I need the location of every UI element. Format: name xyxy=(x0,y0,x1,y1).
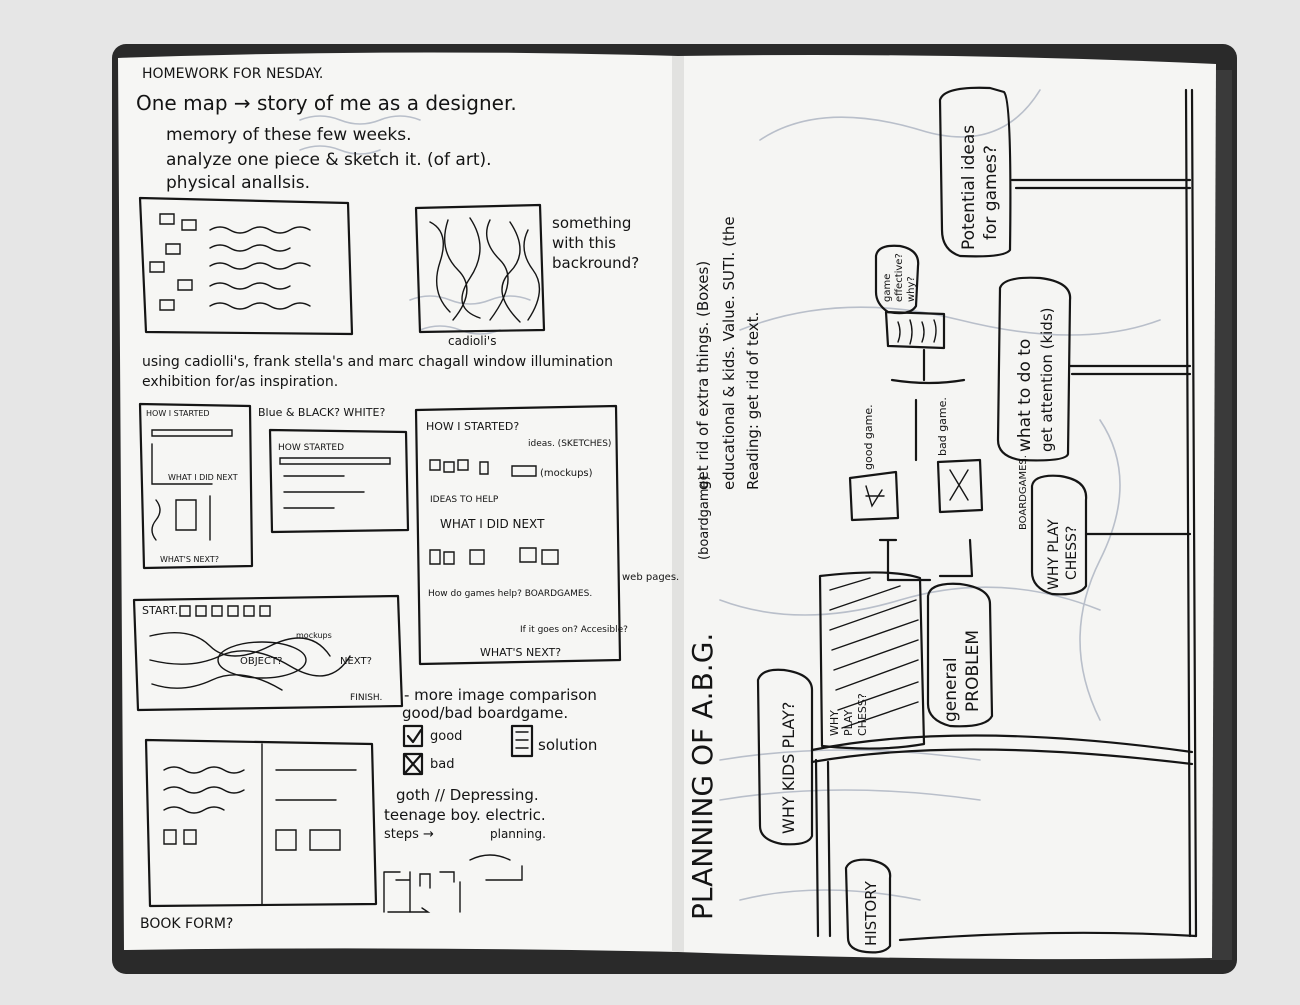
background-note-2: with this xyxy=(552,234,616,252)
sketch-c-web-pages: web pages. xyxy=(622,572,679,583)
sketch-a-how-i-started: HOW I STARTED xyxy=(146,409,210,418)
sketch-c-how-i-started: HOW I STARTED? xyxy=(426,420,519,433)
sketch-c-whats-next: WHAT'S NEXT? xyxy=(480,646,561,659)
history-label: HISTORY xyxy=(862,880,880,946)
note-line-2: memory of these few weeks. xyxy=(166,125,412,145)
box-potential-ideas-1: Potential ideas xyxy=(959,125,979,250)
sketch-layout-a xyxy=(138,402,254,570)
sketch-d-next: NEXT? xyxy=(340,656,372,667)
why-play-chess-small-2: PLAY xyxy=(842,709,855,736)
game-effective-3: why? xyxy=(906,276,917,302)
check-good-label: good xyxy=(430,729,462,744)
note-line-4: physical anallsis. xyxy=(166,173,310,193)
sketch-d-object: OBJECT? xyxy=(240,656,282,667)
comparison-line-1: - more image comparison xyxy=(404,686,597,704)
goth-note: goth // Depressing. xyxy=(396,786,539,804)
sketch-a-whats-next: WHAT'S NEXT? xyxy=(160,555,219,564)
box-game-effective: game effective? why? xyxy=(874,244,946,350)
box-hatched-chess: WHY PLAY CHESS? xyxy=(818,571,926,750)
boardgame-label: (boardgame) xyxy=(697,475,712,560)
game-effective-2: effective? xyxy=(894,253,905,302)
sketch-c-what-i-did-next: WHAT I DID NEXT xyxy=(440,517,545,531)
box-why-play-chess: WHY PLAY CHESS? xyxy=(1030,474,1088,596)
note-reading: Reading: get rid of text. xyxy=(744,312,762,490)
sketch-layout-c xyxy=(414,404,622,666)
why-play-chess-1: WHY PLAY xyxy=(1046,519,1062,590)
game-effective-1: game xyxy=(882,274,893,302)
box-what-to-do: what to do to get attention (kids) xyxy=(996,276,1072,462)
boardgames-label: BOARDGAMES. xyxy=(1018,455,1029,530)
good-game-label: good game. xyxy=(862,404,875,470)
sketch-d-mockups: mockups xyxy=(296,631,332,640)
note-get-rid-boxes: get rid of extra things. (Boxes) xyxy=(694,261,712,490)
sketch-c-ideas-to-help: IDEAS TO HELP xyxy=(430,495,499,505)
general-problem-2: PROBLEM xyxy=(963,630,983,712)
why-play-chess-small-3: CHESS? xyxy=(856,693,869,736)
sketch-a-blue-black: Blue & BLACK? WHITE? xyxy=(258,406,385,419)
sketch-c-how-do-games-help: How do games help? BOARDGAMES. xyxy=(428,589,592,599)
box-what-to-do-1: what to do to xyxy=(1015,339,1035,452)
homework-heading: HOMEWORK FOR NESDAY. xyxy=(142,66,323,82)
sketch-b-how-started: HOW STARTED xyxy=(278,443,344,453)
general-problem-1: general xyxy=(941,657,961,722)
planning-title: PLANNING OF A.B.G. xyxy=(686,633,719,920)
sketch-game-board xyxy=(132,594,404,712)
steps-sketch xyxy=(383,854,523,913)
box-potential-ideas-2: for games? xyxy=(981,145,1001,240)
bad-game-label: bad game. xyxy=(936,397,949,456)
check-boxes xyxy=(402,724,534,776)
book-form-label: BOOK FORM? xyxy=(140,916,233,932)
background-note-1: something xyxy=(552,214,631,232)
check-bad-label: bad xyxy=(430,757,454,772)
icon-bad-game xyxy=(936,458,984,514)
sketch-screen-layout xyxy=(138,196,354,336)
box-what-to-do-2: get attention (kids) xyxy=(1038,308,1056,453)
steps-note: steps → xyxy=(384,827,434,842)
sketch-layout-b xyxy=(268,428,410,534)
sketch-d-finish: FINISH. xyxy=(350,693,382,703)
icon-good-game xyxy=(848,470,900,522)
box-why-kids-play: WHY KIDS PLAY? xyxy=(756,668,814,846)
background-note-3: backround? xyxy=(552,254,639,272)
note-line-1: One map → story of me as a designer. xyxy=(136,91,517,115)
why-play-chess-2: CHESS? xyxy=(1064,526,1080,580)
box-potential-ideas: Potential ideas for games? xyxy=(938,86,1012,258)
teenage-note: teenage boy. electric. xyxy=(384,806,546,824)
why-kids-play-label: WHY KIDS PLAY? xyxy=(779,702,798,834)
sketch-c-mockups: (mockups) xyxy=(540,468,593,479)
cadioli-caption: cadioli's xyxy=(448,334,496,348)
sketch-a-what-i-did-next: WHAT I DID NEXT xyxy=(168,473,238,482)
note-line-3: analyze one piece & sketch it. (of art). xyxy=(166,150,492,170)
sketch-cadioli-maze xyxy=(414,203,546,334)
comparison-line-2: good/bad boardgame. xyxy=(402,704,568,722)
inspiration-line-1: using cadiolli's, frank stella's and mar… xyxy=(142,354,613,370)
sketch-book-form xyxy=(144,738,378,908)
box-history: HISTORY xyxy=(844,858,892,954)
solution-label: solution xyxy=(538,736,597,754)
inspiration-line-2: exhibition for/as inspiration. xyxy=(142,374,338,390)
why-play-chess-small-1: WHY xyxy=(828,710,841,736)
sketch-d-start: START. xyxy=(142,604,178,617)
note-educational: educational & kids. Value. SUTI. (the xyxy=(720,216,738,490)
box-general-problem: general PROBLEM xyxy=(926,582,994,728)
planning-note: planning. xyxy=(490,827,546,841)
ghost-ink xyxy=(299,89,1161,901)
sketch-c-ideas: ideas. (SKETCHES) xyxy=(528,439,611,449)
mind-map-lines xyxy=(810,88,1198,942)
sketch-c-if-it-goes-on: If it goes on? Accesible? xyxy=(520,625,628,635)
